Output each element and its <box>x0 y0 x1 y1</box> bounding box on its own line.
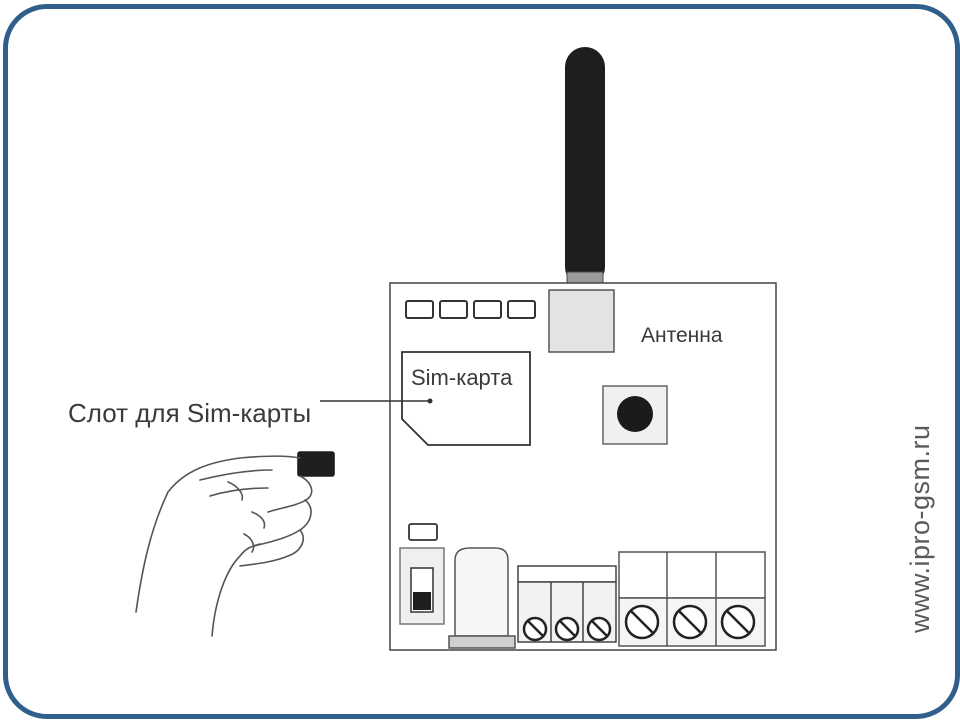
large-terminal-screws <box>624 604 756 640</box>
sim-slot-leader <box>320 398 433 404</box>
slide-switch <box>399 547 445 625</box>
small-terminal-screws <box>522 616 612 642</box>
status-led <box>408 523 438 541</box>
website-watermark: www.ipro-gsm.ru <box>905 424 935 633</box>
sim-card-label: Sim-карта <box>411 365 513 390</box>
sim-card-slot <box>401 351 531 446</box>
antenna <box>565 47 605 295</box>
antenna-label: Антенна <box>641 324 723 347</box>
push-button <box>602 385 668 445</box>
hand-holding-sim <box>135 451 335 637</box>
power-connector <box>448 547 516 649</box>
antenna-connector <box>548 289 615 353</box>
led-indicators <box>405 300 536 319</box>
sim-slot-label: Слот для Sim-карты <box>68 398 311 428</box>
